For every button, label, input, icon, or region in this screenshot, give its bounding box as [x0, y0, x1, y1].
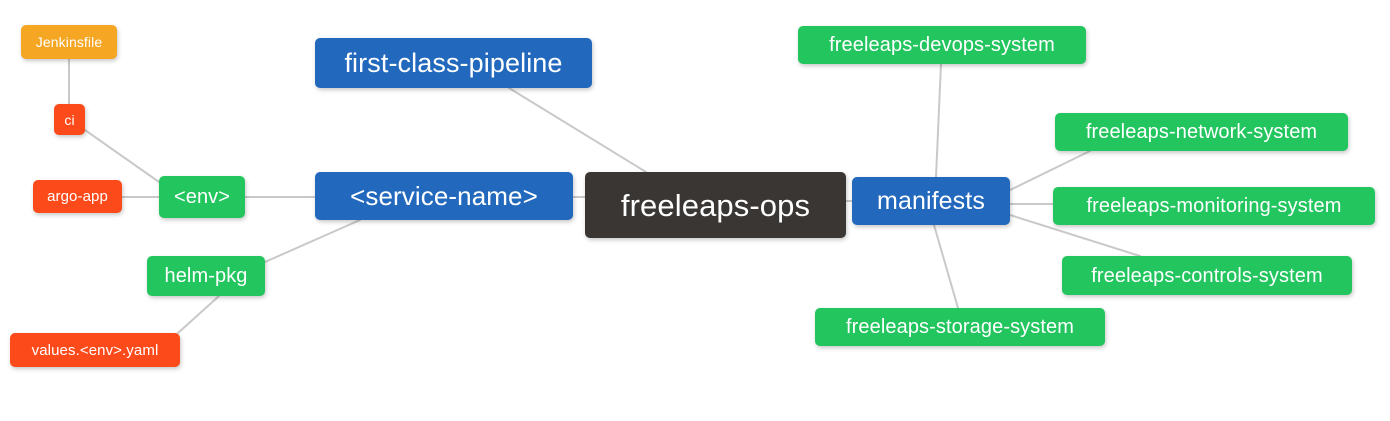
edge-ci-env	[84, 129, 160, 183]
edge-manifests-devops	[935, 63, 942, 178]
node-first-class-pipeline[interactable]: first-class-pipeline	[315, 38, 592, 88]
node-label-freeleaps-ops: freeleaps-ops	[620, 187, 811, 223]
node-freeleaps-controls-system[interactable]: freeleaps-controls-system	[1062, 256, 1352, 295]
node-label-freeleaps-devops-system: freeleaps-devops-system	[829, 34, 1055, 56]
node-label-freeleaps-monitoring-system: freeleaps-monitoring-system	[1086, 195, 1342, 217]
node-label-service-name: <service-name>	[350, 181, 538, 211]
node-jenkinsfile[interactable]: Jenkinsfile	[21, 25, 117, 59]
node-helm-pkg[interactable]: helm-pkg	[147, 256, 265, 296]
node-values-env-yaml[interactable]: values.<env>.yaml	[10, 333, 180, 367]
node-manifests[interactable]: manifests	[852, 177, 1010, 225]
node-service-name[interactable]: <service-name>	[315, 172, 573, 220]
node-freeleaps-devops-system[interactable]: freeleaps-devops-system	[798, 26, 1086, 64]
node-label-freeleaps-network-system: freeleaps-network-system	[1085, 121, 1318, 143]
node-label-manifests: manifests	[877, 186, 985, 215]
node-label-values-env-yaml: values.<env>.yaml	[31, 341, 159, 359]
node-freeleaps-storage-system[interactable]: freeleaps-storage-system	[815, 308, 1105, 346]
edge-manifests-network	[1009, 150, 1091, 191]
node-argo-app[interactable]: argo-app	[33, 180, 122, 213]
node-label-freeleaps-storage-system: freeleaps-storage-system	[845, 316, 1075, 338]
node-label-ci: ci	[64, 111, 75, 128]
node-freeleaps-network-system[interactable]: freeleaps-network-system	[1055, 113, 1348, 151]
node-label-env: <env>	[173, 186, 231, 208]
node-label-first-class-pipeline: first-class-pipeline	[344, 47, 563, 78]
edge-values-helmpkg	[177, 295, 220, 334]
node-label-helm-pkg: helm-pkg	[164, 265, 248, 287]
edge-helmpkg-servicename	[264, 219, 361, 263]
edge-manifests-storage	[933, 224, 959, 309]
node-label-jenkinsfile: Jenkinsfile	[35, 34, 103, 50]
node-label-freeleaps-controls-system: freeleaps-controls-system	[1091, 264, 1323, 287]
node-freeleaps-ops[interactable]: freeleaps-ops	[585, 172, 846, 238]
node-freeleaps-monitoring-system[interactable]: freeleaps-monitoring-system	[1053, 187, 1375, 225]
node-env[interactable]: <env>	[159, 176, 245, 218]
node-label-argo-app: argo-app	[47, 188, 108, 205]
node-ci[interactable]: ci	[54, 104, 85, 135]
edge-pipeline-ops	[508, 87, 647, 173]
